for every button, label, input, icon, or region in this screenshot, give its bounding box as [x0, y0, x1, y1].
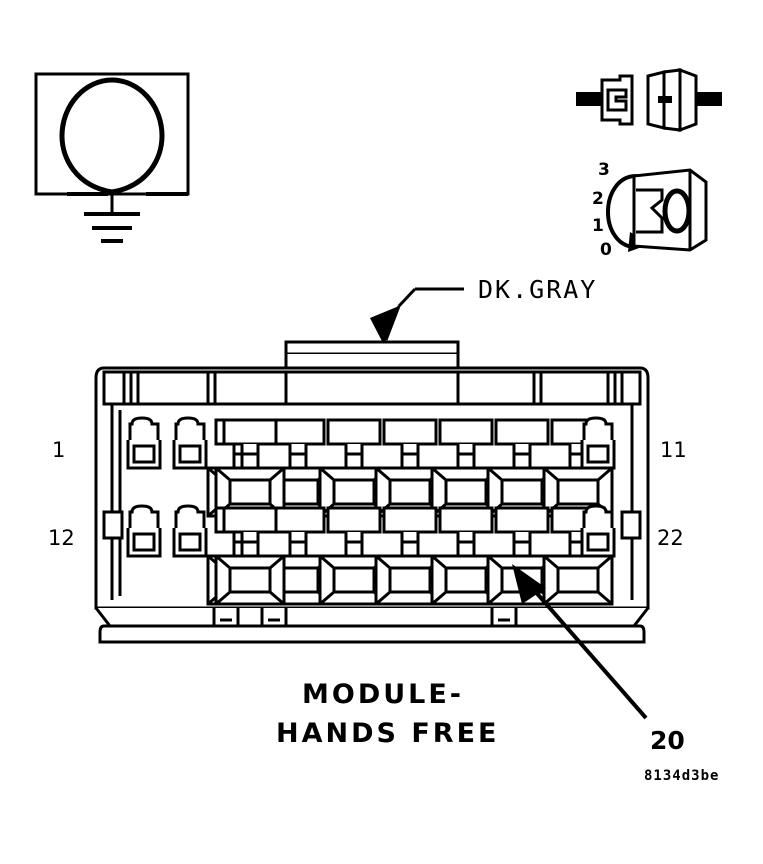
keyway-label-2: 2 [592, 189, 604, 209]
pin-label-top-left: 1 [52, 438, 66, 462]
pin-label-bottom-right: 22 [657, 526, 684, 550]
module-caption-line-2: HANDS FREE [276, 718, 500, 749]
pin-20-callout-label: 20 [650, 726, 685, 755]
pin-label-bottom-left: 12 [48, 526, 75, 550]
figure-code: 8134d3be [644, 768, 720, 784]
module-caption-line-1: MODULE- [302, 679, 465, 710]
dk-gray-label: DK.GRAY [478, 275, 598, 304]
keyway-label-0: 0 [600, 240, 612, 260]
pin-label-top-right: 11 [660, 438, 687, 462]
keyway-label-1: 1 [592, 216, 604, 236]
keyway-label-3: 3 [598, 160, 610, 180]
